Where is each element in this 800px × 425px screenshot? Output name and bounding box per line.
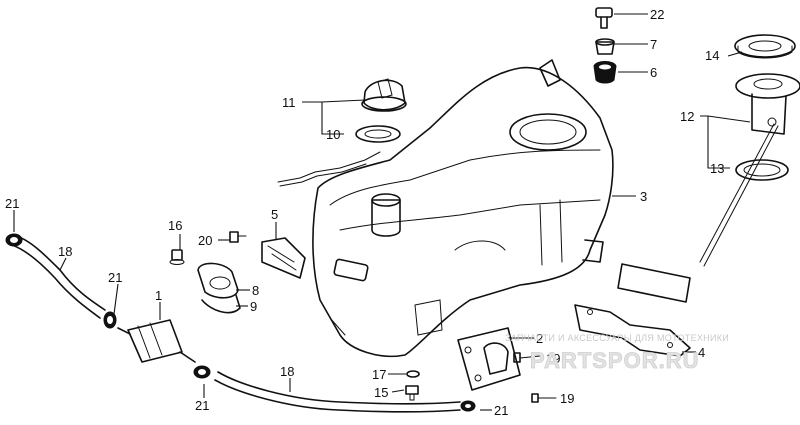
callout-12: 12 xyxy=(680,109,694,124)
drain-bolt xyxy=(405,385,419,401)
gauge-packing xyxy=(735,159,789,181)
fuel-hose-lower xyxy=(214,371,461,413)
callout-5: 5 xyxy=(271,207,278,222)
mount-collar xyxy=(595,38,615,55)
callout-22: 22 xyxy=(650,7,664,22)
watermark: ЗАПЧАСТИ И АКСЕССУАРЫ ДЛЯ МОТОТЕХНИКИ PA… xyxy=(505,333,729,373)
callout-1: 1 xyxy=(155,288,162,303)
callout-11: 11 xyxy=(282,95,296,110)
callout-21-pump-inlet: 21 xyxy=(108,270,122,285)
fuel-cock-bracket xyxy=(457,327,521,391)
band-bolt xyxy=(229,231,247,243)
hose-clip-bottom xyxy=(460,400,476,412)
gauge-lock-ring xyxy=(734,34,796,59)
fuel-pump xyxy=(117,319,196,363)
watermark-logo: PARTSPOR.RU xyxy=(530,348,700,373)
callout-13: 13 xyxy=(710,161,724,176)
mount-cushion xyxy=(593,61,617,84)
callout-4: 4 xyxy=(698,345,705,360)
filler-cap xyxy=(361,78,407,112)
callout-10: 10 xyxy=(326,127,340,142)
callout-17: 17 xyxy=(372,367,386,382)
callout-21-pump-outlet: 21 xyxy=(195,398,209,413)
fuel-gauge-sender xyxy=(617,73,800,303)
hose-clip-left xyxy=(5,233,23,247)
screw-upper xyxy=(513,352,541,363)
callout-2: 2 xyxy=(536,331,543,346)
fuel-pump-clamp xyxy=(197,262,241,314)
watermark-tagline: ЗАПЧАСТИ И АКСЕССУАРЫ ДЛЯ МОТОТЕХНИКИ xyxy=(505,333,729,343)
clamp-bolt xyxy=(169,249,185,265)
callout-8: 8 xyxy=(252,283,259,298)
cap-gasket xyxy=(355,125,401,143)
callout-16: 16 xyxy=(168,218,182,233)
callout-21-bottom: 21 xyxy=(494,403,508,418)
fuel-tank xyxy=(312,59,614,358)
mount-bolt xyxy=(595,7,613,29)
callout-19-lower: 19 xyxy=(560,391,574,406)
callout-18-lower: 18 xyxy=(280,364,294,379)
leader-lines xyxy=(13,13,751,411)
callout-6: 6 xyxy=(650,65,657,80)
callout-9: 9 xyxy=(250,299,257,314)
screw-lower xyxy=(531,393,557,403)
callout-18-upper: 18 xyxy=(58,244,72,259)
callout-labels: 22 7 6 14 12 13 11 10 3 5 16 20 8 9 1 21… xyxy=(5,7,724,418)
callout-14: 14 xyxy=(705,48,719,63)
callout-7: 7 xyxy=(650,37,657,52)
callout-21-left: 21 xyxy=(5,196,19,211)
fuel-pump-band xyxy=(261,237,306,279)
callout-19-upper: 19 xyxy=(546,351,560,366)
callout-15: 15 xyxy=(374,385,388,400)
callout-20: 20 xyxy=(198,233,212,248)
hose-clip-pump-inlet xyxy=(103,311,117,329)
hose-clip-pump-outlet xyxy=(193,365,211,379)
washer xyxy=(406,370,420,378)
drain-tube xyxy=(277,151,381,187)
callout-3: 3 xyxy=(640,189,647,204)
